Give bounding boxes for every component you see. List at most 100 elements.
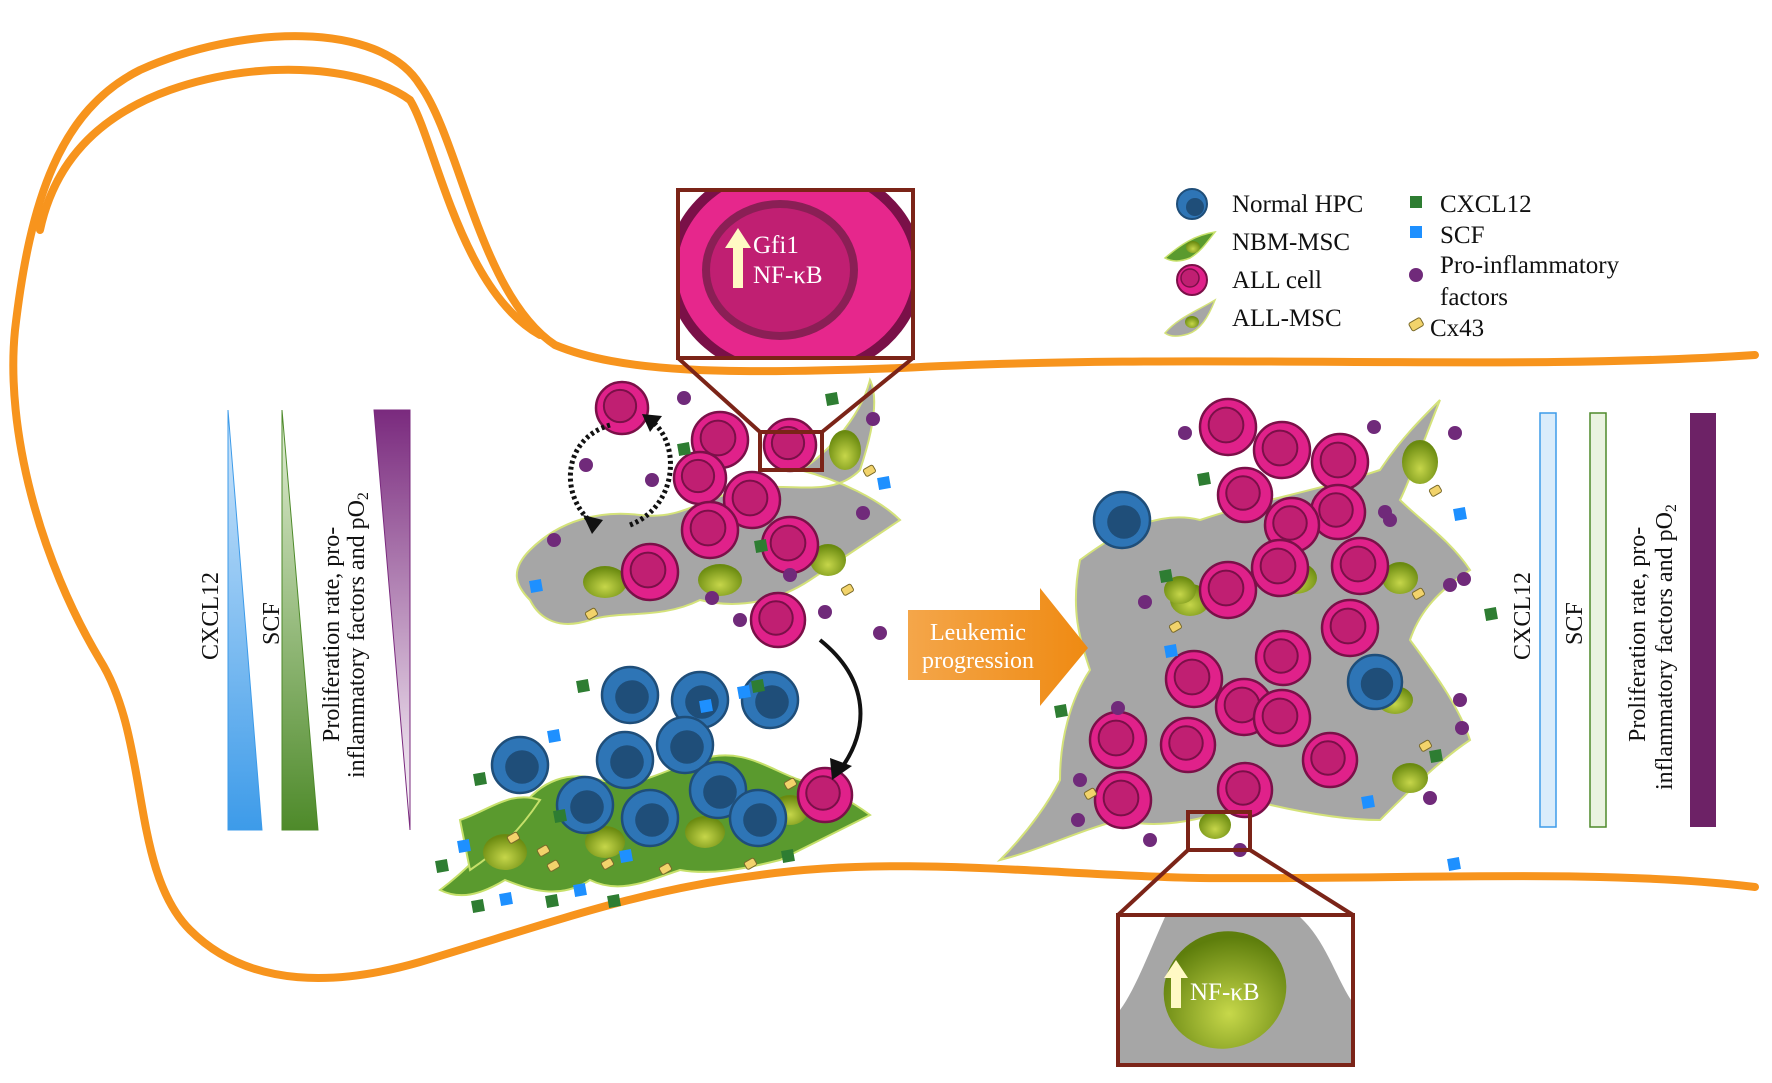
legend-item-cx43: Cx43 (1408, 315, 1484, 342)
upregulation-arrow-icon (725, 228, 751, 288)
legend-item-all-cell: ALL cell (1176, 264, 1322, 296)
all-cell (796, 766, 854, 824)
all-cell (1310, 432, 1370, 492)
cells-layer (490, 380, 1404, 848)
all-cell (1250, 538, 1310, 598)
cxcl12-factor (545, 894, 559, 908)
inset-connector (820, 356, 915, 434)
legend-label-pro-inflammatory-1: Pro-inflammatory (1440, 252, 1620, 279)
bottom-inset-source-box (1186, 810, 1252, 852)
normal-hpc (728, 788, 788, 848)
progression-label-line1: Leukemic (930, 620, 1026, 646)
cxcl12-factor (435, 859, 449, 873)
all-cell (762, 417, 818, 473)
all-msc-nucleus (698, 564, 742, 596)
bone-inner-edge (36, 65, 544, 339)
cxcl12-factor (677, 442, 691, 456)
all-cell (1252, 688, 1312, 748)
zoomed-msc-nucleus (1163, 931, 1287, 1049)
cxcl12-factor (1054, 704, 1068, 718)
all-cell (749, 591, 807, 649)
normal-hpc (490, 735, 550, 795)
factors-layer (435, 391, 1498, 913)
all-cell (1088, 710, 1148, 770)
scf-factor (737, 685, 751, 699)
top-inset-frame (676, 188, 915, 360)
all-msc-nucleus (1392, 763, 1428, 793)
legend-item-scf: SCF (1410, 222, 1484, 249)
bottom-inset-white-corner (1120, 917, 1165, 1010)
pro-inflammatory-factor (677, 391, 691, 405)
cx43-junction (783, 777, 797, 790)
right-scf-bar (1589, 412, 1607, 828)
cx43-junction (658, 862, 672, 875)
legend: Normal HPC NBM-MSC ALL cell ALL-MSC CXCL… (1163, 188, 1620, 342)
all-cell (1254, 629, 1312, 687)
all-cell (1309, 483, 1367, 541)
pro-inflammatory-icon (1409, 268, 1423, 282)
progression-label-line2: progression (922, 648, 1034, 674)
scf-factor (877, 476, 891, 490)
pro-inflammatory-factor (1423, 791, 1437, 805)
normal-hpc (1346, 653, 1404, 711)
migration-arrowhead (830, 758, 852, 780)
pro-inflammatory-factor (1367, 420, 1381, 434)
pro-inflammatory-factor (1138, 595, 1152, 609)
scf-factor (499, 892, 513, 906)
pro-inflammatory-factor (1448, 426, 1462, 440)
top-inset-source-box (758, 430, 824, 472)
cx43-junction (546, 859, 560, 872)
legend-item-nbm-msc: NBM-MSC (1163, 229, 1350, 262)
all-cell (1198, 560, 1258, 620)
inset-connector (1116, 848, 1190, 917)
right-cxcl12-label: CXCL12 (1510, 572, 1536, 660)
cx43-junction (743, 857, 757, 870)
legend-item-all-msc: ALL-MSC (1163, 298, 1342, 337)
legend-label-all-cell: ALL cell (1232, 267, 1322, 294)
all-msc-nucleus (1164, 576, 1196, 604)
scf-icon (1410, 226, 1422, 238)
cxcl12-icon (1410, 196, 1422, 208)
cxcl12-factor (751, 679, 765, 693)
pro-inflammatory-factor (1071, 813, 1085, 827)
all-cell (620, 542, 680, 602)
right-gradient-bars: CXCL12 SCF Proliferation rate, pro- infl… (1510, 412, 1716, 828)
all-cell (1216, 761, 1274, 819)
all-msc-nucleus (1402, 440, 1438, 484)
legend-item-cxcl12: CXCL12 (1410, 191, 1532, 218)
cxcl12-factor (471, 899, 485, 913)
top-inset: Gfi1 NF-κB (676, 188, 915, 472)
cxcl12-factor (1159, 569, 1173, 583)
left-inflammatory-gradient (373, 409, 411, 831)
cx43-junction (584, 607, 598, 620)
cxcl12-factor (473, 772, 487, 786)
all-cell (1164, 649, 1224, 709)
all-cell (1216, 466, 1274, 524)
left-gradient-bars: CXCL12 SCF Proliferation rate, pro- infl… (198, 409, 411, 831)
legend-label-cx43: Cx43 (1430, 315, 1484, 342)
all-msc-nucleus (829, 430, 861, 470)
cx43-junction (1168, 620, 1182, 633)
pro-inflammatory-factor (645, 473, 659, 487)
bottom-inset-nfkb: NF-κB (1190, 979, 1260, 1006)
normal-hpc (555, 775, 615, 835)
normal-hpc (1092, 490, 1152, 550)
left-prolif-label-line2: inflammatory factors and pO2 (344, 492, 372, 778)
normal-hpc (688, 760, 748, 820)
bone-outer-edge (9, 32, 1759, 982)
cx43-junction (862, 464, 876, 477)
all-cell (1093, 770, 1153, 830)
legend-label-pro-inflammatory-2: factors (1440, 284, 1508, 311)
normal-hpc (655, 715, 715, 775)
right-prolif-label-line2: inflammatory factors and pO2 (1652, 504, 1680, 790)
cx43-junction (1428, 484, 1442, 497)
top-inset-nfkb: NF-κB (753, 262, 823, 289)
all-cell (594, 380, 650, 436)
inset-connector (676, 356, 762, 434)
inset-connector (1248, 848, 1355, 917)
pro-inflammatory-factor (1455, 721, 1469, 735)
normal-hpc (600, 665, 660, 725)
scf-factor (573, 883, 587, 897)
cx43-junction (1418, 739, 1432, 752)
scf-factor (619, 849, 633, 863)
